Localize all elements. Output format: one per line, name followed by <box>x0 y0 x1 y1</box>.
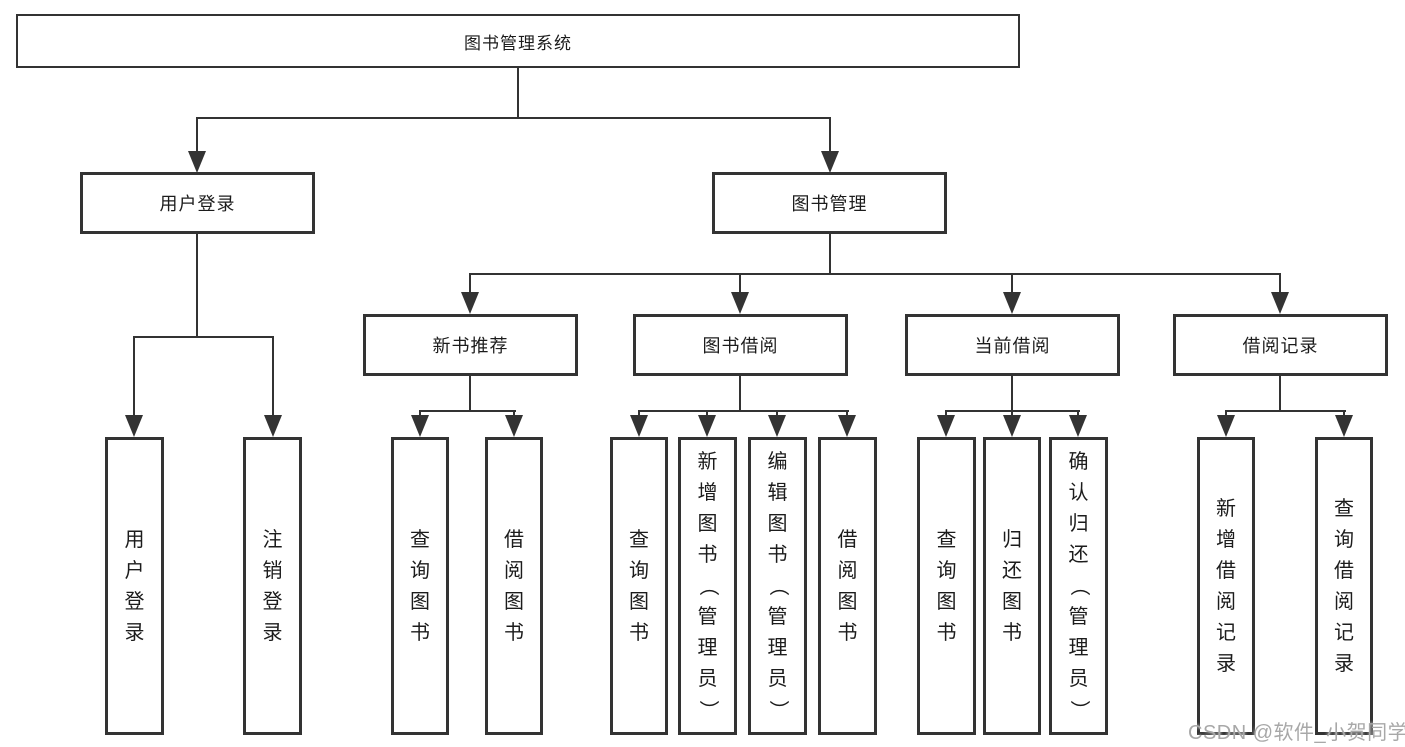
leaf-borrow-book-1: 借阅图书 <box>485 437 543 735</box>
watermark: CSDN @软件_小贺同学 <box>1188 722 1405 744</box>
node-borrow-records: 借阅记录 <box>1173 314 1388 376</box>
arrowhead-icon <box>698 415 716 437</box>
node-root: 图书管理系统 <box>16 14 1020 68</box>
leaf-return-book-label: 归还图书 <box>1002 528 1022 644</box>
connector-vline <box>196 117 198 155</box>
connector-vline <box>272 336 274 418</box>
connector-hline <box>196 117 831 119</box>
connector-vline <box>469 375 471 411</box>
node-new-book-recommend-label: 新书推荐 <box>432 336 509 356</box>
arrowhead-icon <box>838 415 856 437</box>
node-current-borrow: 当前借阅 <box>905 314 1120 376</box>
leaf-borrow-book-2-label: 借阅图书 <box>837 528 858 644</box>
node-user-login-label: 用户登录 <box>159 194 236 214</box>
node-book-manage-label: 图书管理 <box>791 194 868 214</box>
connector-vline <box>739 375 741 411</box>
connector-vline <box>133 336 135 418</box>
leaf-logout-label: 注销登录 <box>262 528 283 644</box>
leaf-add-book-admin: 新增图书（管理员） <box>678 437 737 735</box>
arrowhead-icon <box>1217 415 1235 437</box>
connector-hline <box>419 410 516 412</box>
node-book-borrow: 图书借阅 <box>633 314 848 376</box>
leaf-return-book: 归还图书 <box>983 437 1041 735</box>
leaf-add-book-admin-label: 新增图书（管理员） <box>696 451 719 720</box>
arrowhead-icon <box>411 415 429 437</box>
arrowhead-icon <box>461 292 479 314</box>
leaf-confirm-return-admin-label: 确认归还（管理员） <box>1067 451 1090 720</box>
leaf-query-book-3: 查询图书 <box>917 437 976 735</box>
arrowhead-icon <box>1335 415 1353 437</box>
leaf-query-borrow-record: 查询借阅记录 <box>1315 437 1373 735</box>
leaf-query-book-1: 查询图书 <box>391 437 449 735</box>
leaf-user-login-label: 用户登录 <box>124 528 145 644</box>
arrowhead-icon <box>1271 292 1289 314</box>
arrowhead-icon <box>264 415 282 437</box>
connector-vline <box>1279 375 1281 411</box>
connector-vline <box>517 68 519 118</box>
leaf-query-book-1-label: 查询图书 <box>410 528 430 644</box>
arrowhead-icon <box>1003 415 1021 437</box>
node-book-manage: 图书管理 <box>712 172 947 234</box>
arrowhead-icon <box>937 415 955 437</box>
leaf-edit-book-admin-label: 编辑图书（管理员） <box>766 451 789 720</box>
connector-vline <box>829 117 831 155</box>
leaf-logout: 注销登录 <box>243 437 302 735</box>
connector-hline <box>469 273 1281 275</box>
leaf-add-borrow-record: 新增借阅记录 <box>1197 437 1255 735</box>
connector-vline <box>739 273 741 295</box>
leaf-borrow-book-2: 借阅图书 <box>818 437 877 735</box>
connector-hline <box>638 410 849 412</box>
node-book-borrow-label: 图书借阅 <box>702 336 779 356</box>
node-borrow-records-label: 借阅记录 <box>1242 336 1319 356</box>
leaf-query-borrow-record-label: 查询借阅记录 <box>1334 497 1354 675</box>
connector-vline <box>1279 273 1281 295</box>
arrowhead-icon <box>505 415 523 437</box>
connector-vline <box>196 233 198 337</box>
leaf-edit-book-admin: 编辑图书（管理员） <box>748 437 807 735</box>
leaf-query-book-3-label: 查询图书 <box>936 528 957 644</box>
node-current-borrow-label: 当前借阅 <box>974 336 1051 356</box>
node-user-login: 用户登录 <box>80 172 315 234</box>
connector-vline <box>469 273 471 295</box>
node-new-book-recommend: 新书推荐 <box>363 314 578 376</box>
arrowhead-icon <box>630 415 648 437</box>
connector-vline <box>829 233 831 275</box>
arrowhead-icon <box>1069 415 1087 437</box>
arrowhead-icon <box>821 151 839 173</box>
arrowhead-icon <box>125 415 143 437</box>
connector-hline <box>1225 410 1346 412</box>
arrowhead-icon <box>1003 292 1021 314</box>
arrowhead-icon <box>188 151 206 173</box>
connector-vline <box>1011 375 1013 411</box>
connector-vline <box>1011 273 1013 295</box>
leaf-query-book-2-label: 查询图书 <box>629 528 649 644</box>
leaf-confirm-return-admin: 确认归还（管理员） <box>1049 437 1108 735</box>
connector-hline <box>133 336 274 338</box>
arrowhead-icon <box>768 415 786 437</box>
arrowhead-icon <box>731 292 749 314</box>
leaf-borrow-book-1-label: 借阅图书 <box>504 528 524 644</box>
node-root-label: 图书管理系统 <box>464 33 572 53</box>
leaf-user-login: 用户登录 <box>105 437 164 735</box>
leaf-add-borrow-record-label: 新增借阅记录 <box>1216 497 1236 675</box>
leaf-query-book-2: 查询图书 <box>610 437 668 735</box>
